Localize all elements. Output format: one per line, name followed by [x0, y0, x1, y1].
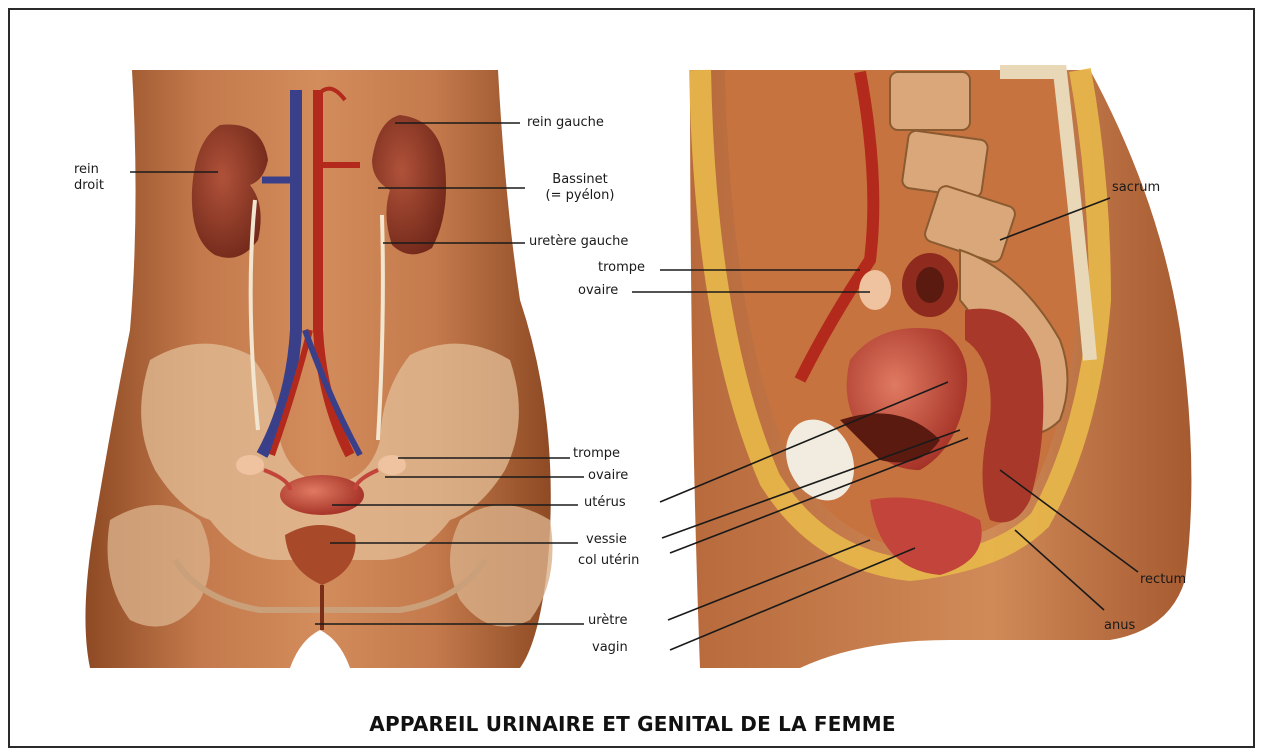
- label-vessie: vessie: [586, 532, 627, 548]
- figure-title: APPAREIL URINAIRE ET GENITAL DE LA FEMME: [0, 712, 1265, 736]
- label-vagin: vagin: [592, 640, 628, 656]
- uterus-front: [280, 475, 364, 515]
- label-bassinet: Bassinet (= pyélon): [530, 172, 630, 204]
- label-uterus: utérus: [584, 495, 626, 511]
- label-ovaire-front: ovaire: [588, 468, 628, 484]
- label-uretere-gauche: uretère gauche: [529, 234, 628, 250]
- label-rectum: rectum: [1140, 572, 1186, 588]
- label-trompe-front: trompe: [573, 446, 620, 462]
- label-anus: anus: [1104, 618, 1135, 634]
- front-view: [85, 70, 552, 668]
- label-trompe-side: trompe: [598, 260, 645, 276]
- side-view: [690, 70, 1191, 668]
- label-uretre: urètre: [588, 613, 627, 629]
- label-col-uterin: col utérin: [578, 553, 639, 569]
- label-rein-droit: rein droit: [74, 162, 104, 194]
- label-rein-gauche: rein gauche: [527, 115, 604, 131]
- label-sacrum: sacrum: [1112, 180, 1160, 196]
- label-ovaire-side: ovaire: [578, 283, 618, 299]
